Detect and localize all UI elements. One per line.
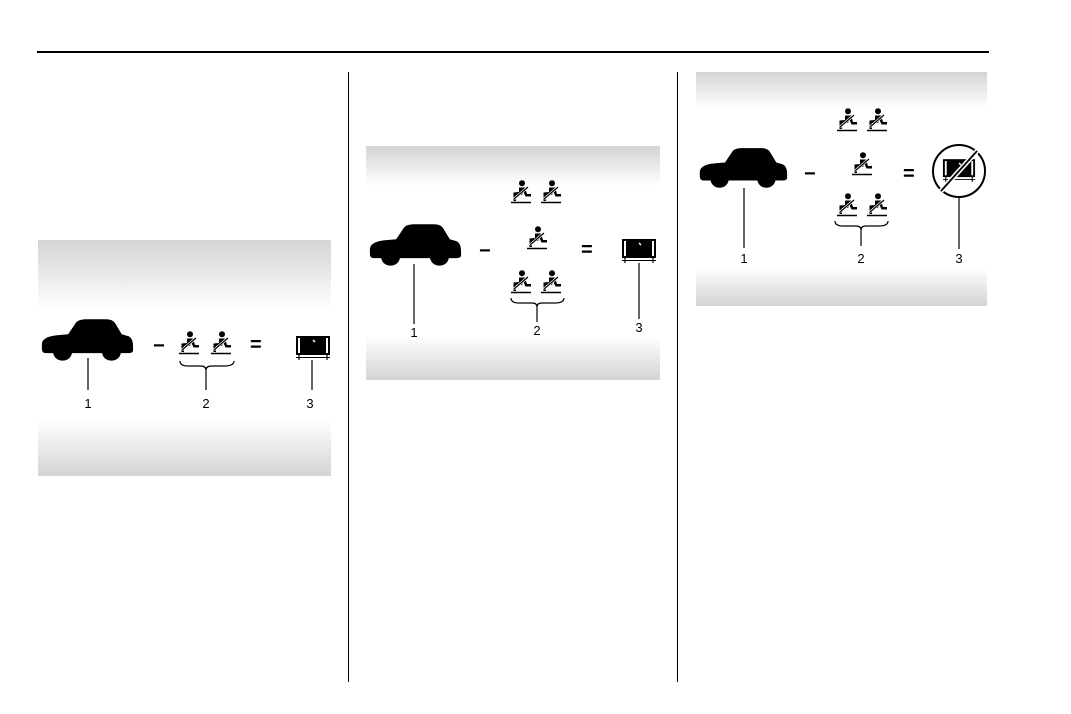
no-symbol-icon	[933, 145, 985, 197]
callout-2: 2	[857, 251, 864, 266]
figure-1-panel: − = 1 2 3	[38, 240, 331, 476]
minus-operator: −	[153, 335, 165, 357]
callout-2: 2	[533, 323, 540, 338]
callout-3: 3	[955, 251, 962, 266]
minus-operator: −	[479, 240, 491, 262]
figure-2-panel: − = 1 2 3	[366, 146, 660, 380]
callout-3: 3	[635, 320, 642, 335]
equals-operator: =	[581, 239, 593, 261]
callout-3: 3	[306, 396, 313, 411]
callout-1: 1	[410, 325, 417, 340]
callout-1: 1	[740, 251, 747, 266]
callout-2: 2	[202, 396, 209, 411]
equals-operator: =	[903, 163, 915, 185]
top-rule	[37, 51, 989, 53]
callout-1: 1	[84, 396, 91, 411]
minus-operator: −	[804, 163, 816, 185]
equals-operator: =	[250, 334, 262, 356]
figure-1-diagram: − = 1 2 3	[38, 240, 331, 476]
column-divider-right	[677, 72, 678, 682]
figure-3-diagram: − = 1 2 3	[696, 72, 987, 306]
figure-2-diagram: − = 1 2 3	[366, 146, 660, 380]
figure-3-panel: − = 1 2 3	[696, 72, 987, 306]
column-divider-left	[348, 72, 349, 682]
